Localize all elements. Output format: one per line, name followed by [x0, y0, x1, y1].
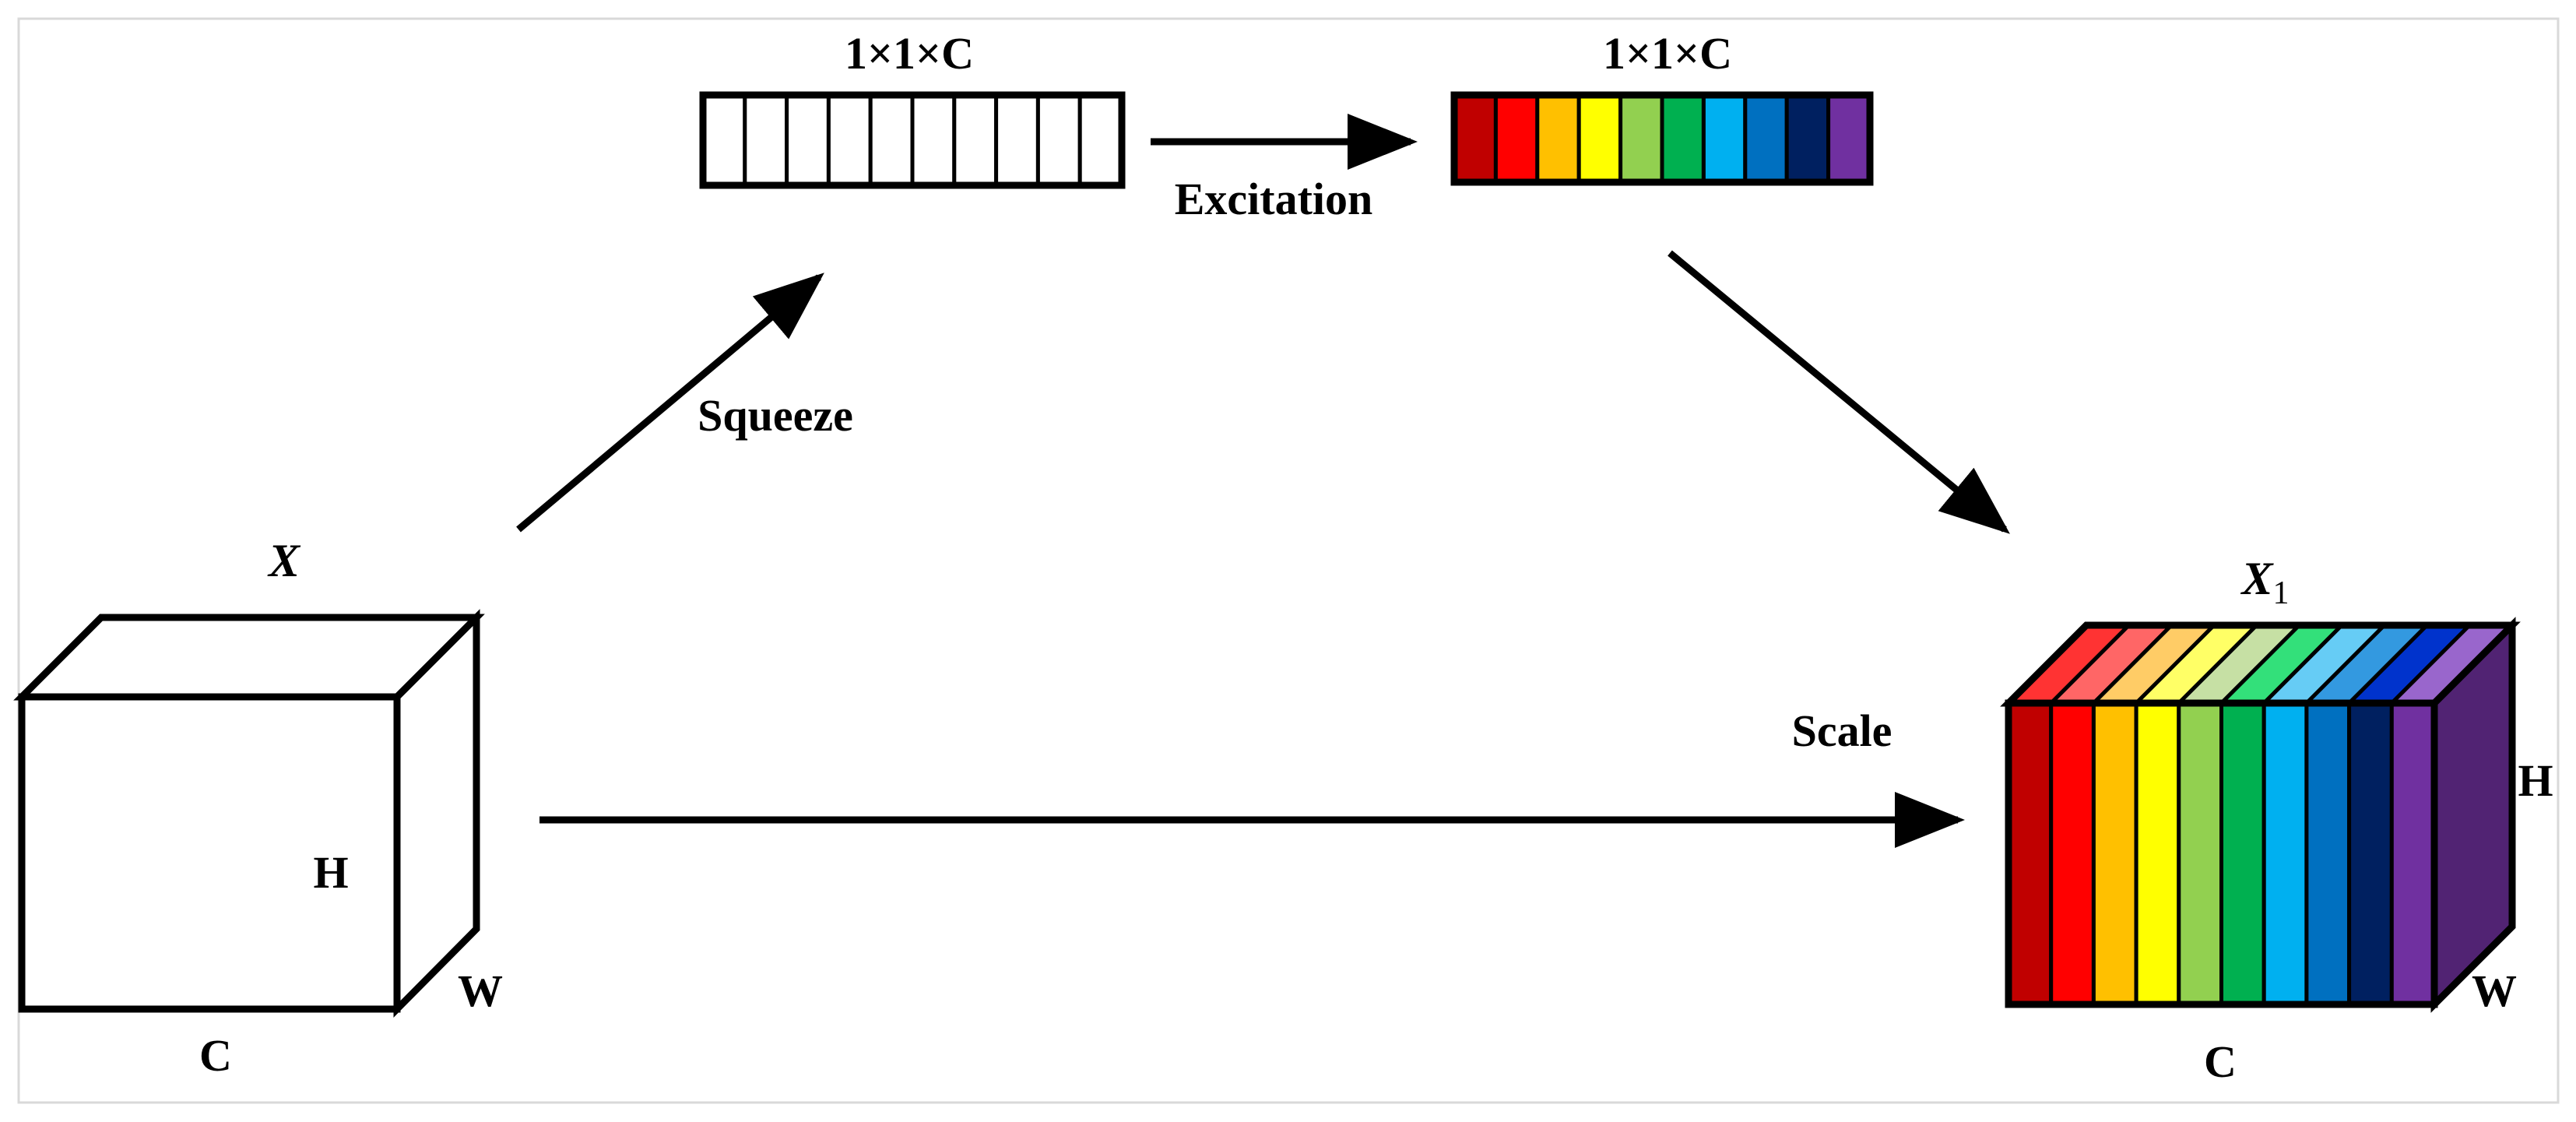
- input-tensor: [13, 609, 485, 1018]
- excitation-vector-cell: [1743, 93, 1789, 185]
- input-tensor-channels-label: C: [199, 1030, 232, 1081]
- excitation-vector-cell: [1784, 93, 1831, 185]
- output-tensor-front-slice: [2049, 701, 2096, 1007]
- squeeze-vector-cell: [952, 93, 999, 188]
- input-tensor-name-label: X: [267, 535, 301, 586]
- excitation-vector: [1450, 91, 1874, 186]
- excitation-vector-cell: [1576, 93, 1623, 185]
- excitation-vector-cell: [1826, 93, 1872, 185]
- excitation-vector-cell: [1701, 93, 1748, 185]
- excitation-vector-border: [1450, 91, 1874, 186]
- excitation-vector-cell: [1618, 93, 1664, 185]
- excitation-label: Excitation: [1175, 174, 1373, 224]
- output-tensor-front-slice: [2177, 701, 2224, 1007]
- squeeze-vector-cell: [701, 93, 747, 188]
- squeeze-vector-cell: [1035, 93, 1082, 188]
- squeeze-vector-dims-label: 1×1×C: [845, 28, 974, 79]
- excitation-vector-cell: [1493, 93, 1540, 185]
- output-tensor-height-label: H: [2518, 755, 2553, 806]
- squeeze-vector-cell: [1077, 93, 1124, 188]
- input-tensor-height-label: H: [313, 847, 348, 898]
- squeeze-vector-border: [699, 91, 1126, 189]
- squeeze-vector-cell: [868, 93, 915, 188]
- output-tensor-front-slice: [2304, 701, 2352, 1007]
- squeeze-label: Squeeze: [698, 390, 853, 441]
- output-tensor-front-slice: [2347, 701, 2394, 1007]
- squeeze-vector-cell: [910, 93, 957, 188]
- output-tensor-front-slice: [2261, 701, 2309, 1007]
- input-tensor-width-label: W: [458, 965, 503, 1016]
- output-tensor-front-slice: [2134, 701, 2181, 1007]
- output-tensor-name-subscript: 1: [2273, 575, 2290, 611]
- squeeze-vector-cell: [785, 93, 831, 188]
- input-tensor-front-face: [18, 693, 401, 1013]
- scale-label: Scale: [1792, 705, 1892, 756]
- output-tensor-channels-label: C: [2204, 1036, 2237, 1087]
- output-tensor-width-label: W: [2472, 965, 2517, 1016]
- excitation-to-scale-arrow: [1668, 250, 2010, 534]
- excitation-vector-dims-label: 1×1×C: [1603, 28, 1732, 79]
- squeeze-vector-cell: [743, 93, 789, 188]
- output-tensor-front-slice: [2091, 701, 2138, 1007]
- squeeze-arrow: [516, 273, 824, 533]
- output-tensor-name: X: [2240, 553, 2274, 604]
- output-tensor-front-slice: [2389, 701, 2437, 1007]
- output-tensor-front-border: [2005, 699, 2438, 1008]
- output-tensor-name-label: X1: [2240, 553, 2289, 611]
- output-tensor-front-slice: [2006, 701, 2054, 1007]
- excitation-vector-cell: [1535, 93, 1581, 185]
- excitation-vector-cell: [1452, 93, 1498, 185]
- squeeze-vector-cell: [994, 93, 1040, 188]
- excitation-vector-cell: [1660, 93, 1706, 185]
- output-tensor: [2000, 617, 2521, 1013]
- output-tensor-front-slice: [2219, 701, 2266, 1007]
- squeeze-vector: [699, 91, 1126, 189]
- squeeze-vector-cell: [826, 93, 873, 188]
